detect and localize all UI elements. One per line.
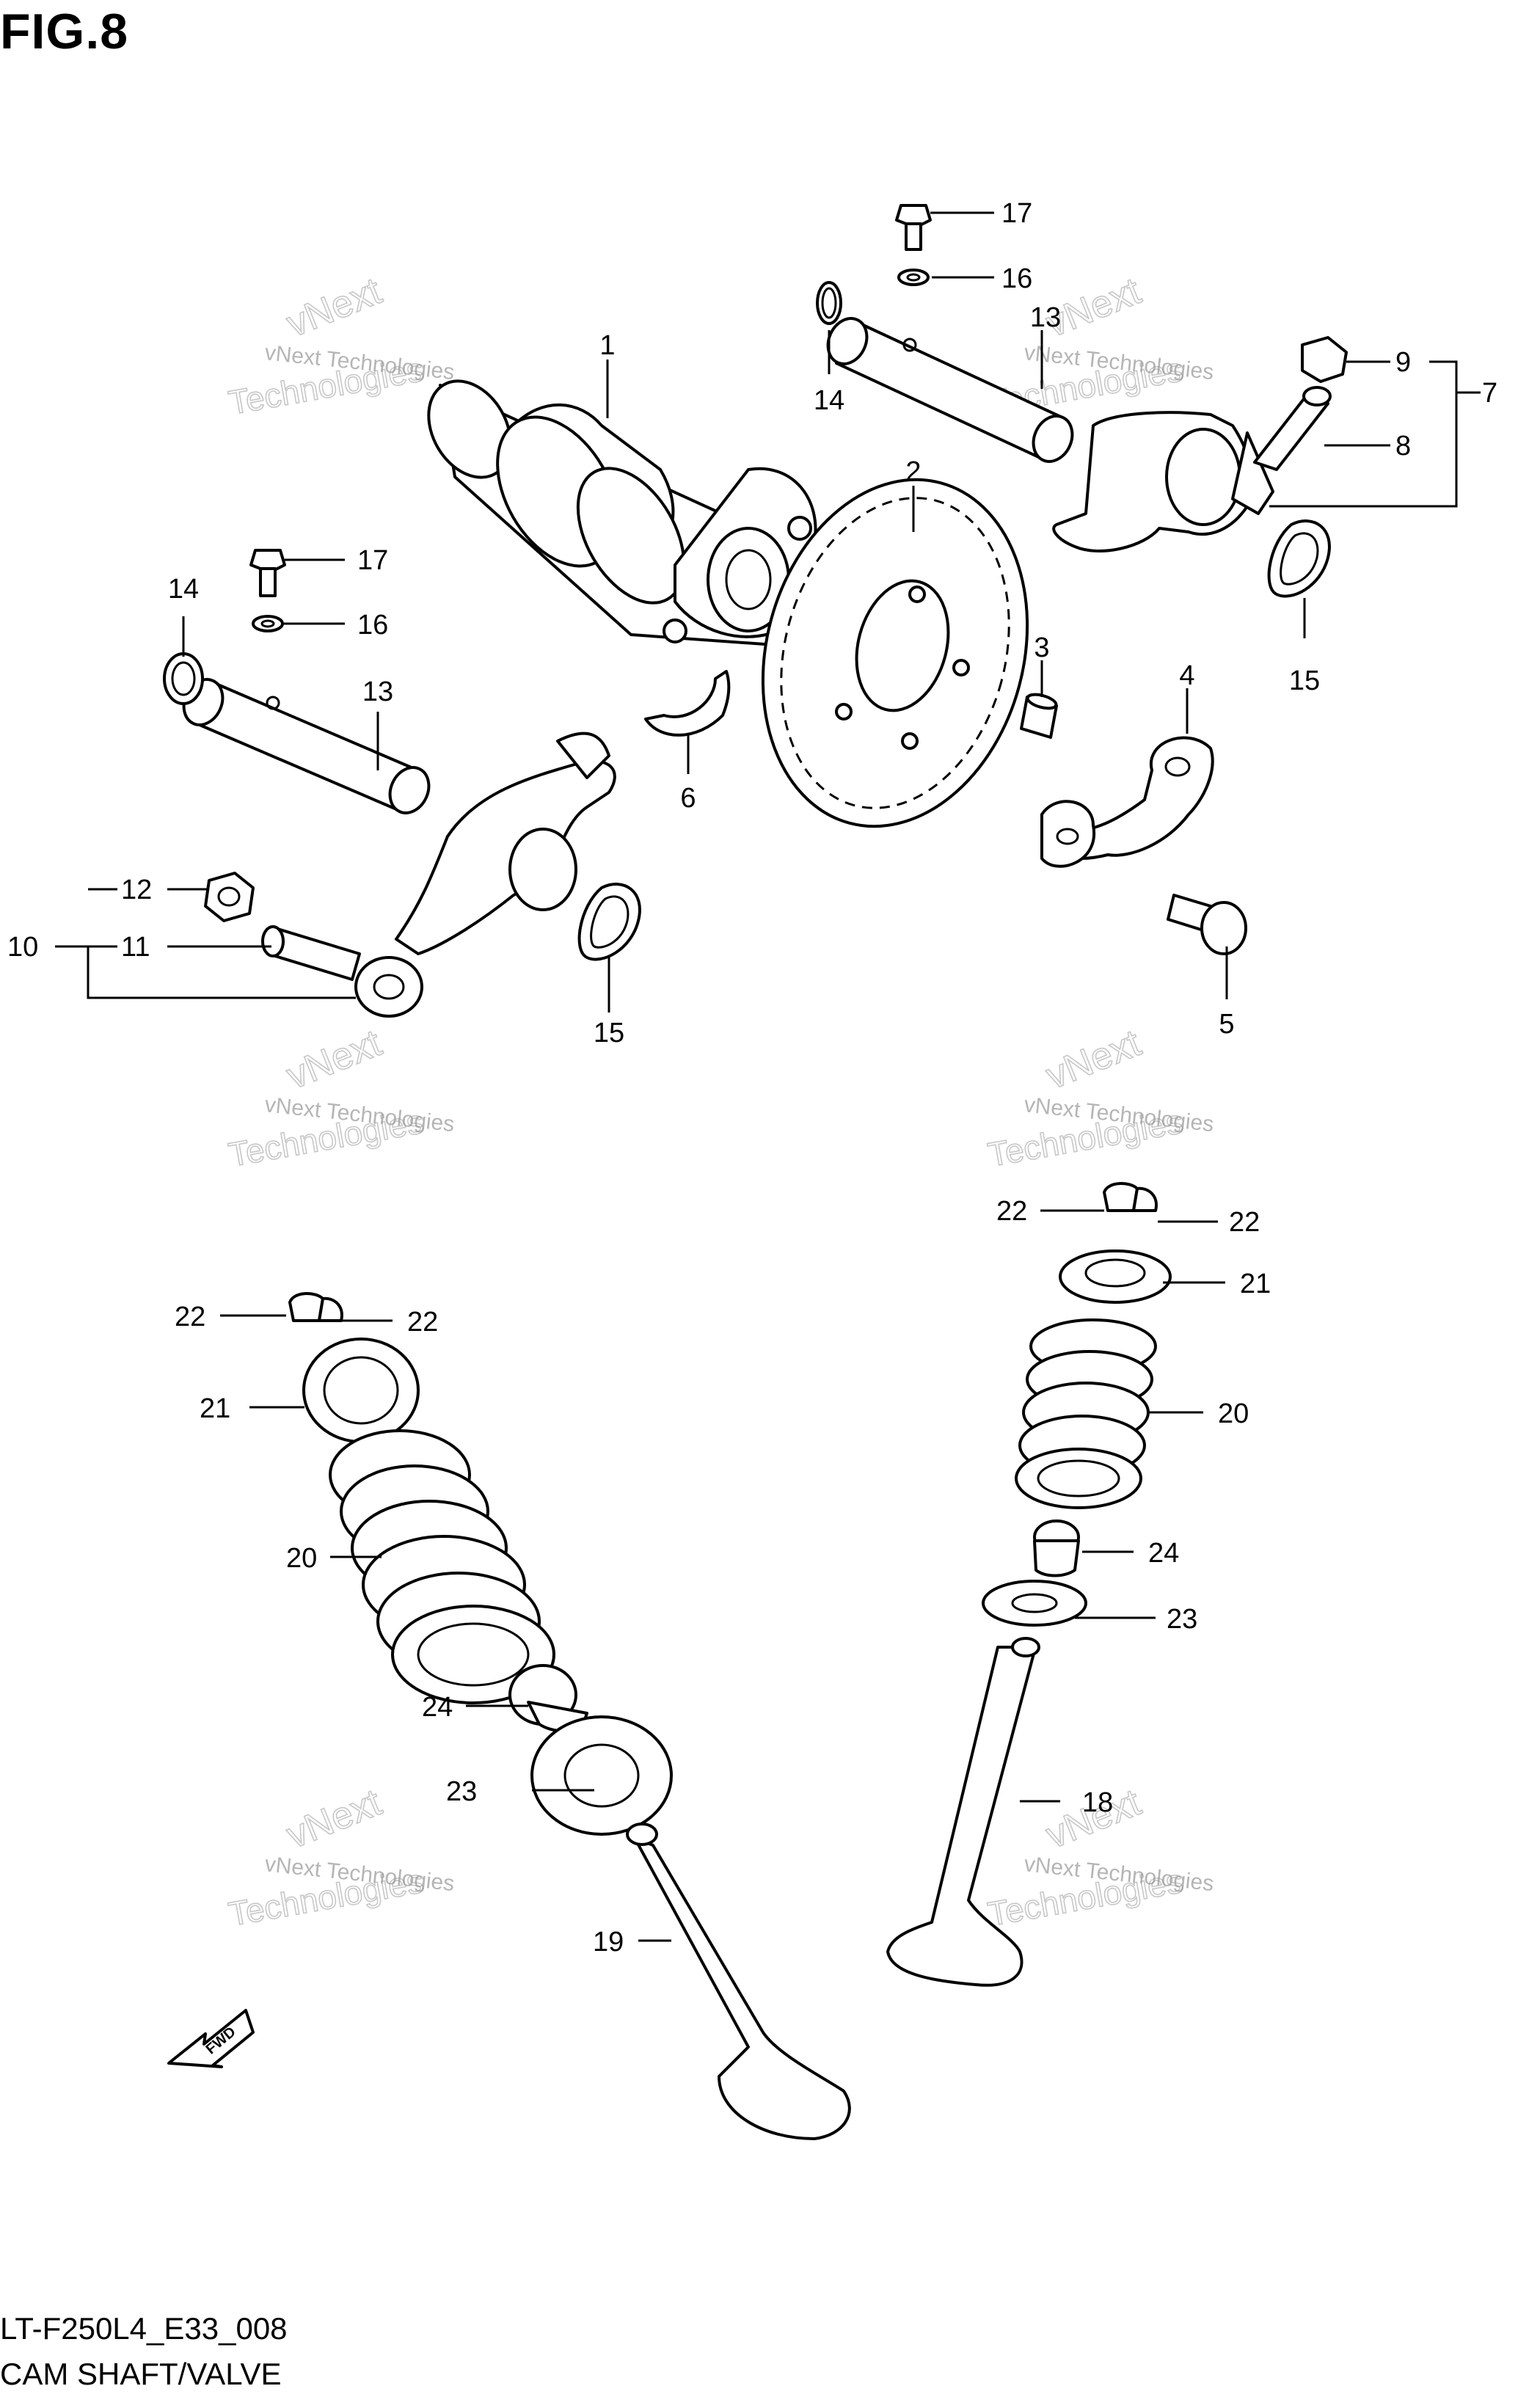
svg-text:vNext: vNext	[281, 1781, 387, 1857]
callout-22-right-a: 22	[996, 1196, 1027, 1227]
dowel-pin	[1020, 693, 1058, 739]
gasket-right	[1267, 519, 1331, 598]
leader-lines	[55, 211, 1481, 1942]
gasket-left	[577, 883, 641, 961]
callout-24-left: 24	[422, 1692, 453, 1723]
callout-17-left: 17	[357, 545, 388, 576]
washer-right	[897, 269, 930, 286]
callout-6: 6	[680, 783, 696, 814]
spring-seat-right	[982, 1580, 1087, 1627]
callout-20-left: 20	[286, 1543, 317, 1574]
callout-21-right: 21	[1240, 1269, 1271, 1299]
rocker-arm-right	[1052, 411, 1274, 552]
callout-3: 3	[1034, 632, 1049, 663]
callout-16-left: 16	[357, 610, 388, 641]
callout-23-right: 23	[1167, 1604, 1197, 1635]
callout-17-right: 17	[1001, 198, 1032, 229]
figure-title: FIG.8	[0, 4, 129, 59]
valve-spring-right	[1015, 1318, 1157, 1509]
callout-2: 2	[905, 456, 921, 487]
callout-15-left: 15	[594, 1018, 624, 1048]
adjusting-screw-left	[261, 925, 361, 981]
rocker-shaft-right	[826, 317, 1074, 463]
o-ring-right	[816, 281, 842, 325]
watermark: vNext vNext Technologies Technologies	[225, 1781, 456, 1934]
callout-4: 4	[1179, 660, 1194, 691]
callout-22-left-a: 22	[175, 1302, 205, 1332]
exhaust-valve	[626, 1823, 851, 2140]
bolt-right	[895, 204, 932, 251]
svg-text:vNext: vNext	[281, 1021, 387, 1098]
callout-1: 1	[599, 330, 615, 361]
callout-15-right: 15	[1289, 665, 1320, 696]
callout-18: 18	[1082, 1787, 1113, 1818]
callout-14-left: 14	[168, 574, 199, 605]
callout-5: 5	[1219, 1009, 1234, 1040]
watermark: vNext vNext Technologies Technologies	[225, 269, 456, 423]
callout-22-right-b: 22	[1229, 1207, 1260, 1238]
retainer-left	[302, 1338, 420, 1443]
washer-left	[252, 615, 284, 632]
half-ring	[644, 670, 731, 737]
callout-9: 9	[1395, 347, 1411, 378]
callout-16-right: 16	[1001, 263, 1032, 294]
callout-11: 11	[121, 932, 150, 963]
callout-24-right: 24	[1148, 1538, 1179, 1569]
callout-10: 10	[7, 932, 38, 963]
watermark: vNext vNext Technologies Technologies	[985, 1021, 1215, 1175]
o-ring-left	[163, 652, 204, 705]
callout-12: 12	[121, 875, 152, 905]
spring-seat-left	[530, 1715, 673, 1836]
svg-text:vNext: vNext	[1040, 1021, 1147, 1098]
callout-7: 7	[1482, 378, 1497, 409]
figure-name: CAM SHAFT/VALVE	[0, 2357, 282, 2391]
valve-spring-left	[329, 1429, 555, 1704]
lock-nut-right	[1301, 336, 1348, 383]
callout-labels: 1 2 3 4 5 6 7 8 9 10 11 12 13 13 14 14 1…	[7, 198, 1497, 1958]
callout-19: 19	[593, 1927, 624, 1958]
callout-8: 8	[1395, 431, 1411, 461]
camshaft	[427, 379, 817, 647]
rocker-arm-left	[354, 731, 616, 1018]
cotter-left	[288, 1292, 343, 1322]
adjusting-screw-right	[1253, 386, 1332, 471]
figure-code: LT-F250L4_E33_008	[0, 2311, 288, 2346]
cotter-right	[1103, 1182, 1158, 1212]
callout-13-left: 13	[362, 676, 393, 707]
watermark: vNext vNext Technologies Technologies	[225, 1021, 456, 1175]
callout-23-left: 23	[446, 1776, 477, 1807]
retainer-right	[1059, 1249, 1172, 1304]
callout-14-right: 14	[814, 385, 844, 416]
fwd-arrow: FWD	[167, 2009, 255, 2068]
callout-20-right: 20	[1218, 1398, 1249, 1429]
callout-21-left: 21	[200, 1393, 230, 1424]
intake-valve	[886, 1637, 1040, 1987]
callout-22-left-b: 22	[407, 1307, 438, 1338]
lock-nut-left	[204, 872, 255, 922]
sprocket-bolt	[1167, 894, 1247, 955]
retainer-plate	[1040, 736, 1214, 868]
rocker-shaft-left	[182, 678, 431, 814]
callout-13-right: 13	[1030, 302, 1061, 333]
stem-seal-right	[1033, 1519, 1080, 1577]
bolt-left	[249, 549, 286, 597]
svg-text:vNext: vNext	[281, 269, 387, 346]
cam-sprocket	[761, 478, 1029, 828]
